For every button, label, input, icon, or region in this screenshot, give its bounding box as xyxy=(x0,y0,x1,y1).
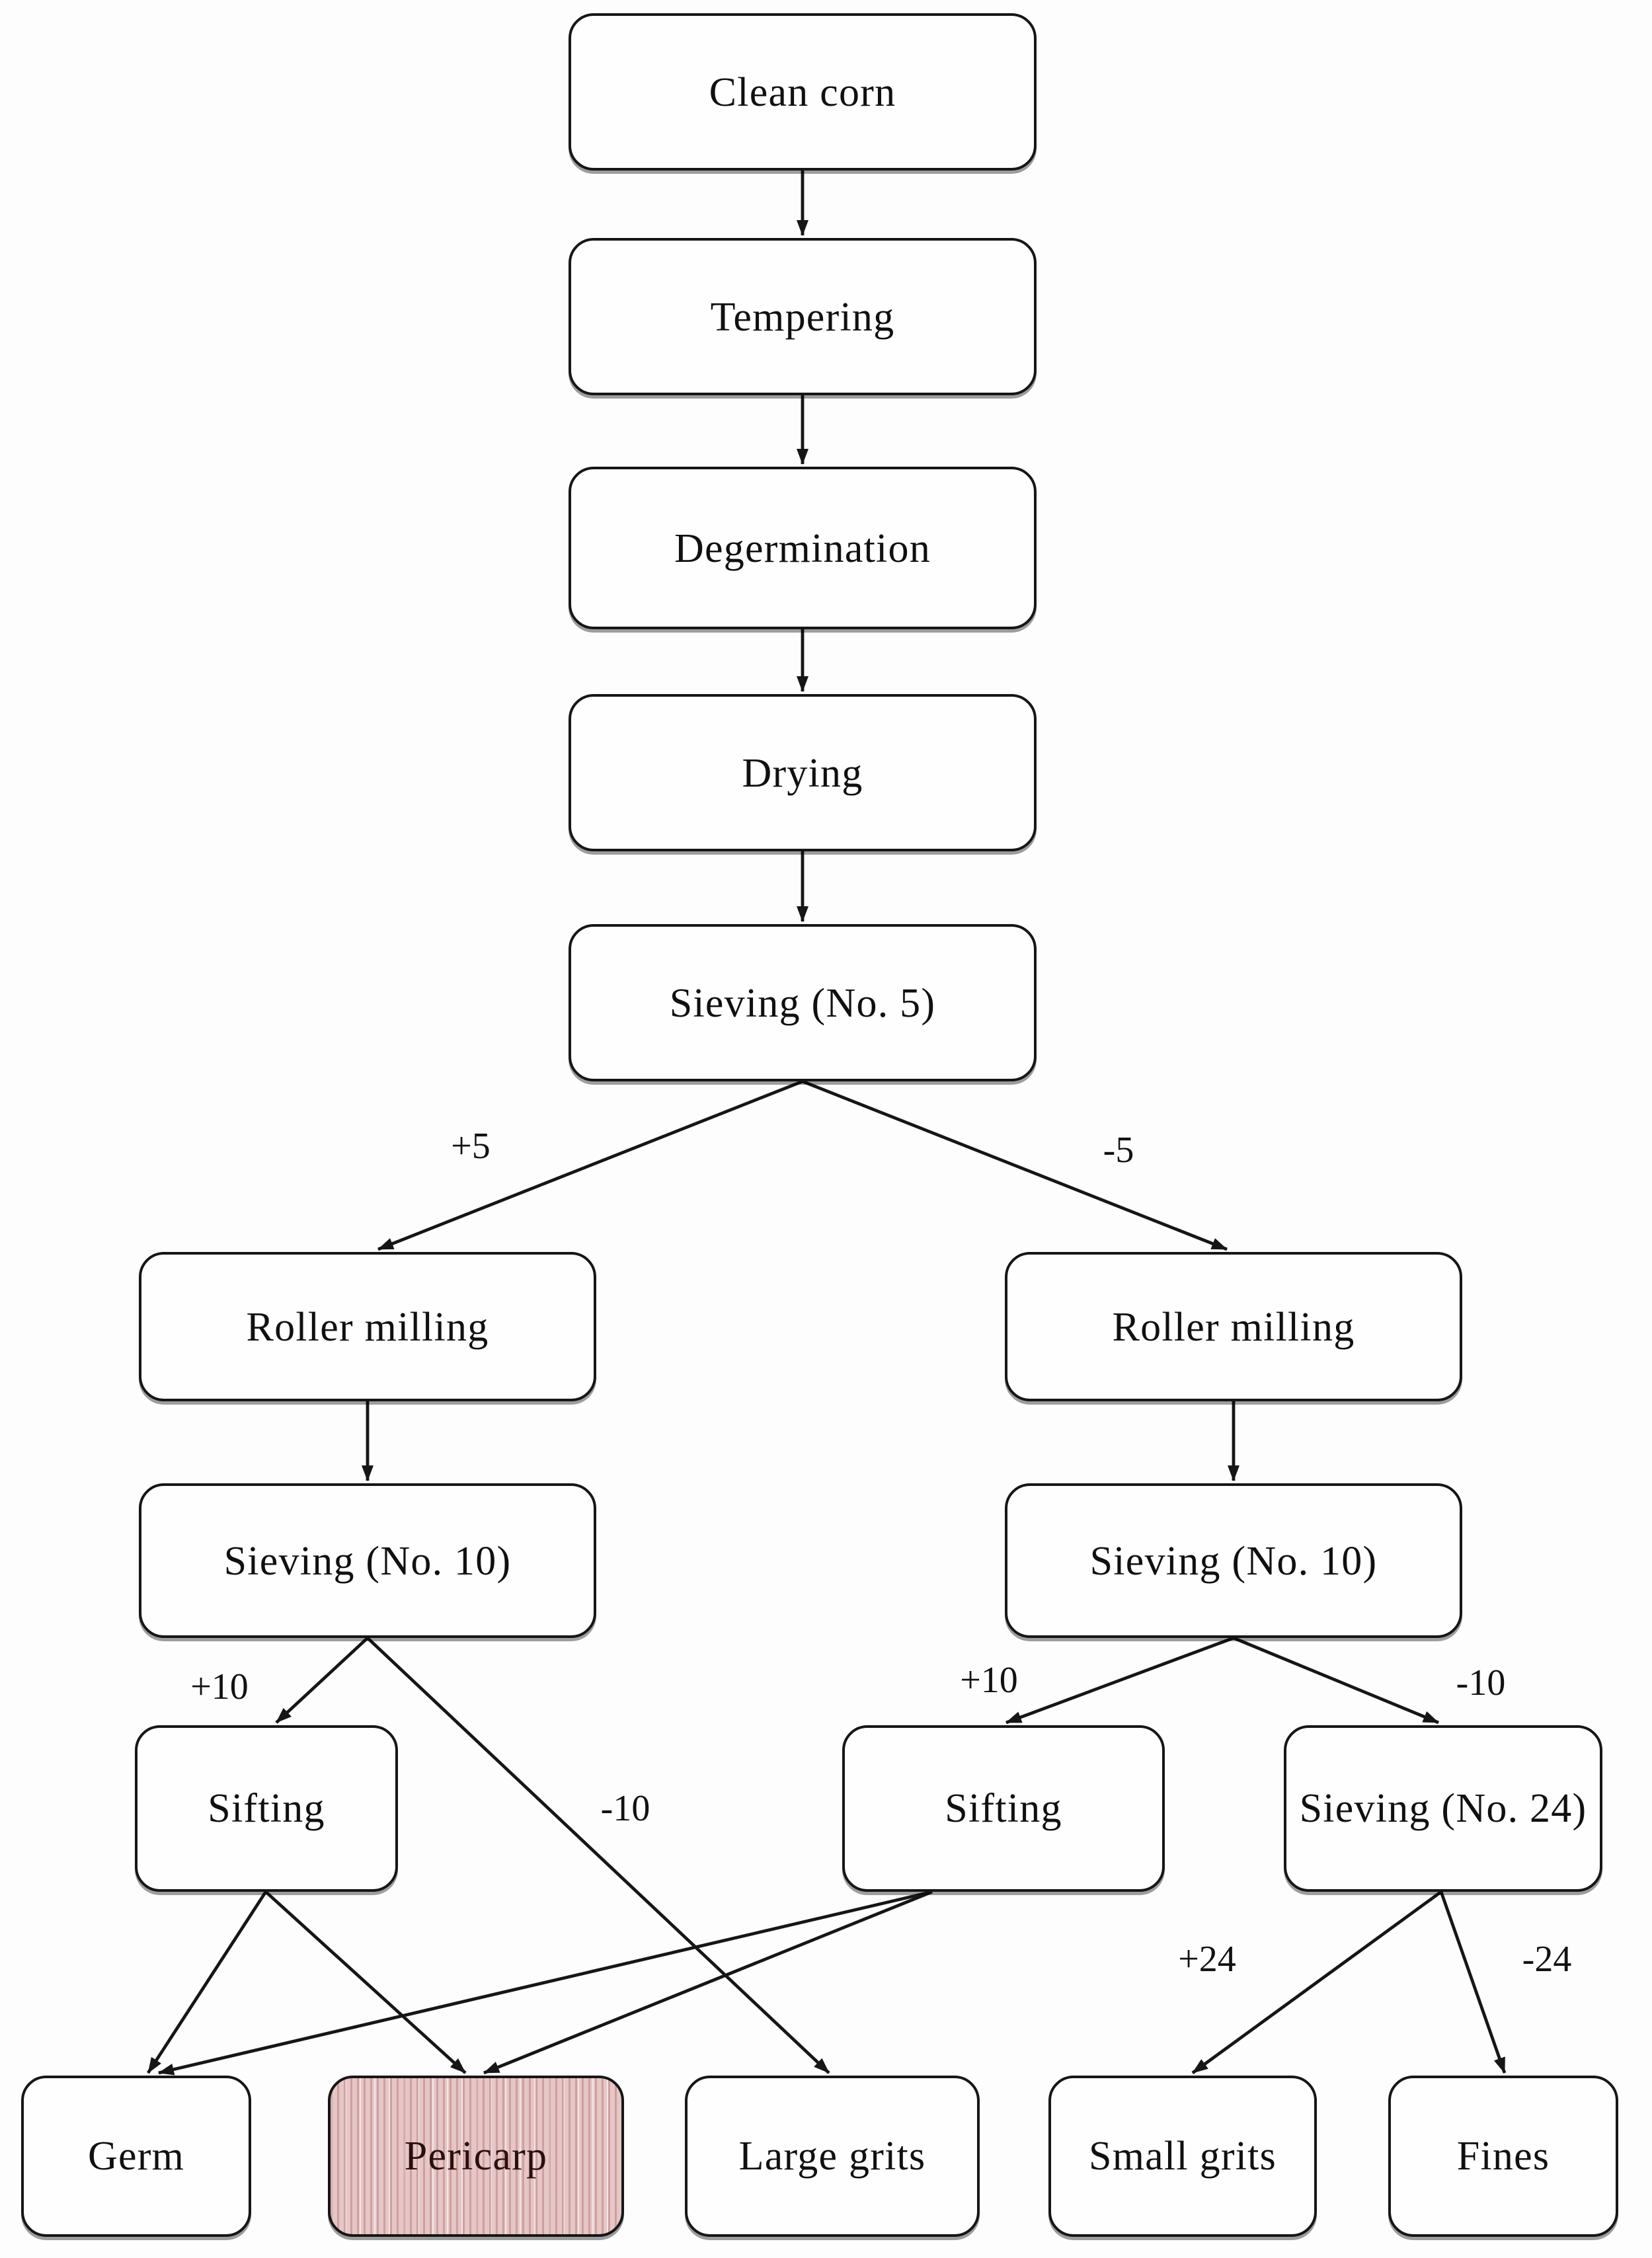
edge-label-sieving-10-left-to-sifting-left: +10 xyxy=(190,1667,249,1708)
flow-arrow-sifting-right-to-germ xyxy=(158,1890,933,2076)
node-tempering: Tempering xyxy=(569,238,1037,395)
node-label-large-grits: Large grits xyxy=(738,2132,926,2179)
flow-arrow-sifting-right-to-pericarp xyxy=(483,1890,933,2075)
node-degermination: Degermination xyxy=(569,467,1037,629)
node-label-sieving-10-left: Sieving (No. 10) xyxy=(223,1537,512,1583)
edge-label-sieving-24-to-fines: -24 xyxy=(1522,1939,1572,1980)
node-label-drying: Drying xyxy=(742,749,863,795)
node-label-pericarp: Pericarp xyxy=(404,2132,548,2179)
node-label-roller-milling-right: Roller milling xyxy=(1112,1303,1355,1349)
edge-label-sieving-5-to-roller-milling-left: +5 xyxy=(451,1126,491,1167)
node-roller-milling-right: Roller milling xyxy=(1005,1252,1462,1401)
flow-arrow-sifting-left-to-germ xyxy=(146,1890,268,2074)
node-small-grits: Small grits xyxy=(1048,2076,1317,2237)
edge-label-sieving-24-to-small-grits: +24 xyxy=(1178,1939,1236,1980)
node-roller-milling-left: Roller milling xyxy=(139,1252,596,1401)
flow-arrow-sieving-5-to-roller-milling-right xyxy=(802,1079,1228,1251)
flow-arrow-sieving-24-to-small-grits xyxy=(1191,1890,1442,2074)
node-label-sieving-5: Sieving (No. 5) xyxy=(669,979,936,1025)
edge-label-sieving-5-to-roller-milling-right: -5 xyxy=(1103,1130,1134,1171)
node-label-roller-milling-left: Roller milling xyxy=(246,1303,489,1349)
node-label-sieving-24: Sieving (No. 24) xyxy=(1299,1785,1587,1831)
node-fines: Fines xyxy=(1388,2076,1618,2237)
flow-arrow-sieving-24-to-fines xyxy=(1439,1891,1507,2074)
node-sieving-10-right: Sieving (No. 10) xyxy=(1005,1483,1462,1638)
node-pericarp: Pericarp xyxy=(328,2076,624,2237)
flow-arrow-sieving-10-right-to-sieving-24 xyxy=(1233,1636,1439,1725)
node-label-fines: Fines xyxy=(1456,2132,1550,2179)
flow-arrow-sifting-left-to-pericarp xyxy=(264,1890,467,2074)
node-sieving-5: Sieving (No. 5) xyxy=(569,924,1037,1081)
node-label-tempering: Tempering xyxy=(710,293,895,339)
node-label-sifting-left: Sifting xyxy=(208,1785,325,1831)
node-germ: Germ xyxy=(21,2076,251,2237)
flow-arrow-sieving-10-right-to-sifting-right xyxy=(1005,1636,1234,1725)
edge-label-sieving-10-left-to-large-grits: -10 xyxy=(600,1789,650,1830)
edge-label-sieving-10-right-to-sifting-right: +10 xyxy=(960,1660,1018,1701)
node-clean-corn: Clean corn xyxy=(569,13,1037,171)
node-drying: Drying xyxy=(569,694,1037,851)
node-label-clean-corn: Clean corn xyxy=(709,68,896,114)
flow-arrow-sieving-10-left-to-sifting-left xyxy=(275,1637,369,1724)
edge-label-sieving-10-right-to-sieving-24: -10 xyxy=(1456,1663,1506,1704)
node-sieving-24: Sieving (No. 24) xyxy=(1284,1725,1602,1892)
node-label-sieving-10-right: Sieving (No. 10) xyxy=(1089,1537,1378,1583)
node-label-sifting-right: Sifting xyxy=(945,1785,1062,1831)
node-label-small-grits: Small grits xyxy=(1088,2132,1277,2179)
node-sifting-left: Sifting xyxy=(135,1725,398,1892)
node-label-degermination: Degermination xyxy=(674,524,931,570)
node-sieving-10-left: Sieving (No. 10) xyxy=(139,1483,596,1638)
node-label-germ: Germ xyxy=(87,2132,185,2179)
node-large-grits: Large grits xyxy=(685,2076,980,2237)
node-sifting-right: Sifting xyxy=(842,1725,1165,1892)
flow-arrow-sieving-5-to-roller-milling-left xyxy=(377,1079,803,1251)
flow-arrow-sieving-10-left-to-large-grits xyxy=(366,1637,830,2074)
